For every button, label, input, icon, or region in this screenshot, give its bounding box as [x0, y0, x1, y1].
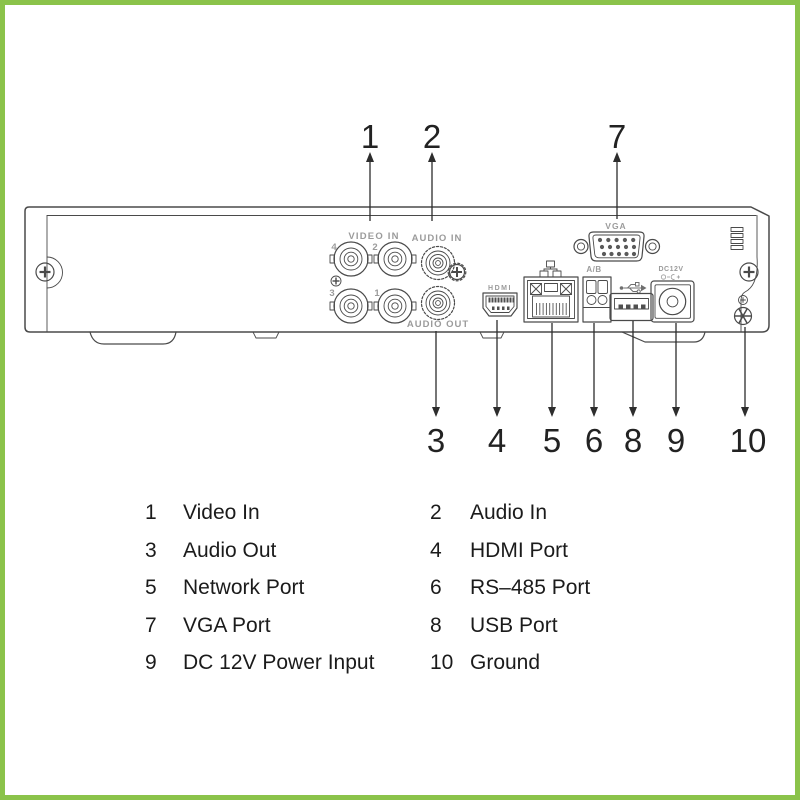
callout-number-2: 2 [423, 118, 441, 155]
legend-num: 3 [145, 538, 157, 562]
callout-number-10: 10 [730, 422, 767, 459]
legend-label: Ground [470, 651, 541, 675]
callout-number-7: 7 [608, 118, 626, 155]
small-screw [330, 275, 342, 287]
rj45-pins [536, 303, 567, 315]
legend-label: DC 12V Power Input [183, 651, 375, 675]
audio-in-label: AUDIO IN [412, 233, 463, 244]
legend: 1 Video In 2 Audio In 3 Audio Out 4 HDMI… [145, 501, 670, 689]
video-in-label: VIDEO IN [348, 231, 399, 242]
legend-num: 10 [430, 651, 454, 675]
callout-arrows-top [366, 152, 621, 221]
legend-num: 8 [430, 613, 442, 637]
vga-port: VGA [573, 221, 661, 262]
ground-screw [733, 306, 753, 326]
tab-center [479, 331, 505, 339]
dc12v-power-input: DC12V [650, 266, 695, 323]
callout-number-3: 3 [427, 422, 445, 459]
callout-number-9: 9 [667, 422, 685, 459]
bnc-connector-4 [329, 241, 373, 277]
bnc-connector-3 [329, 288, 373, 324]
ground-symbol-icon [738, 295, 748, 305]
legend-num: 4 [430, 538, 442, 562]
callout-number-4: 4 [488, 422, 506, 459]
callout-number-8: 8 [624, 422, 642, 459]
legend-label: HDMI Port [470, 538, 569, 562]
foot-right [621, 331, 706, 343]
panel-screw-left [35, 262, 55, 282]
legend-label: VGA Port [183, 613, 271, 637]
hdmi-port: HDMI [482, 285, 518, 317]
hdmi-pins [488, 297, 515, 310]
vga-label: VGA [605, 221, 626, 231]
legend-num: 2 [430, 501, 442, 524]
legend-num: 1 [145, 501, 157, 524]
hdmi-label: HDMI [488, 285, 512, 292]
bnc-connector-2 [373, 241, 417, 277]
callout-arrows-bottom [432, 320, 749, 417]
legend-label: Audio Out [183, 538, 277, 562]
callout-number-5: 5 [543, 422, 561, 459]
dc12v-label: DC12V [658, 266, 683, 273]
bnc-connector-1 [373, 288, 417, 324]
audio-section: AUDIO IN AUDIO OUT [407, 233, 469, 330]
vent-slots [730, 227, 744, 250]
bnc-number-3: 3 [329, 288, 334, 299]
vga-pins [597, 237, 637, 257]
callout-number-6: 6 [585, 422, 603, 459]
foot-left [89, 331, 177, 345]
polarity-icon [660, 274, 680, 280]
bnc-number-2: 2 [372, 242, 377, 253]
callout-number-1: 1 [361, 118, 379, 155]
rs485-label: A/B [586, 265, 601, 274]
legend-label: Audio In [470, 501, 548, 524]
legend-label: Network Port [183, 576, 305, 600]
legend-label: Video In [183, 501, 260, 524]
bnc-number-1: 1 [374, 288, 380, 299]
legend-label: USB Port [470, 613, 558, 637]
legend-label: RS–485 Port [470, 576, 591, 600]
usb-port [609, 282, 654, 322]
bnc-number-4: 4 [331, 242, 337, 253]
usb-icon [619, 282, 647, 294]
video-in-section: VIDEO IN 4 2 3 1 [329, 231, 417, 324]
tab-left [252, 331, 280, 339]
legend-num: 9 [145, 651, 157, 675]
small-screw [447, 262, 467, 282]
legend-num: 7 [145, 613, 157, 637]
legend-num: 6 [430, 576, 442, 600]
panel-screw-right [739, 262, 759, 282]
rs485-port: A/B [582, 265, 612, 323]
rj45-leds [530, 283, 572, 295]
audio-out-rca [420, 285, 456, 321]
network-port [523, 260, 579, 323]
audio-out-label: AUDIO OUT [407, 319, 469, 330]
legend-num: 5 [145, 576, 157, 600]
